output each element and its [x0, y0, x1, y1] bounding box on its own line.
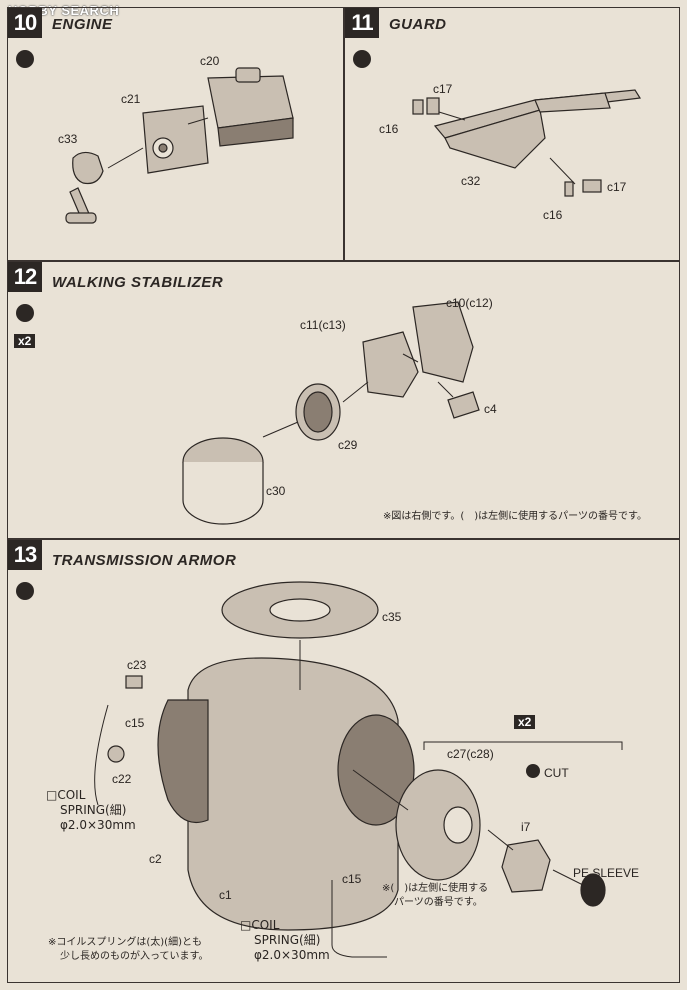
step-11-panel: 11 GUARD c17 c16 c32 c17 c16 — [344, 7, 680, 261]
part-label: c27(c28) — [447, 747, 494, 761]
step-13-panel: 13 TRANSMISSION ARMOR — [7, 539, 680, 983]
part-label: CUT — [544, 766, 569, 780]
step-10-panel: 10 ENGINE c20 c21 c33 — [7, 7, 344, 261]
part-label: c10(c12) — [446, 296, 493, 310]
part-label: c17 — [433, 82, 453, 96]
part-label: c16 — [379, 122, 399, 136]
part-label: PE.SLEEVE — [573, 866, 640, 880]
part-label: c11(c13) — [300, 318, 346, 332]
part-label: c17 — [607, 180, 627, 194]
part-label: c22 — [112, 772, 132, 786]
single-assembly-icon — [16, 304, 34, 322]
part-label: c16 — [543, 208, 563, 222]
step-title: WALKING STABILIZER — [52, 274, 224, 291]
single-assembly-icon — [16, 582, 34, 600]
guard-diagram — [412, 89, 642, 197]
coil-spring-1: □COIL SPRING(細) φ2.0×30mm — [46, 788, 136, 832]
left-side-note: ※( )は左側に使用する パーツの番号です。 — [382, 883, 489, 908]
part-label: c33 — [58, 132, 78, 146]
part-label: c15 — [125, 716, 145, 730]
step-number: 13 — [8, 540, 42, 570]
quantity-badge: x2 — [514, 715, 536, 729]
step-number: 11 — [345, 8, 379, 38]
part-label: i7 — [521, 820, 531, 834]
part-label: c30 — [266, 484, 286, 498]
coil-spring-2: □COIL SPRING(細) φ2.0×30mm — [240, 918, 330, 962]
part-label: c20 — [200, 54, 220, 68]
part-label: c23 — [127, 658, 147, 672]
part-label: c1 — [219, 888, 232, 902]
step-number: 10 — [8, 8, 42, 38]
single-assembly-icon — [16, 50, 34, 68]
step-title: ENGINE — [52, 16, 113, 33]
step-note: ※図は右側です。( )は左側に使用するパーツの番号です。 — [383, 511, 647, 522]
engine-diagram — [65, 67, 294, 224]
step-number: 12 — [8, 262, 42, 292]
spring-note: ※コイルスプリングは(太)(細)とも 少し長めのものが入っています。 — [48, 937, 209, 962]
stabilizer-diagram — [182, 301, 480, 525]
part-label: c15 — [342, 872, 362, 886]
transmission-armor-diagram — [94, 581, 623, 958]
quantity-badge: x2 — [14, 334, 36, 348]
part-label: c4 — [484, 402, 497, 416]
part-label: c2 — [149, 852, 162, 866]
part-label: c32 — [461, 174, 481, 188]
step-title: GUARD — [389, 16, 447, 33]
part-label: c35 — [382, 610, 402, 624]
part-label: c29 — [338, 438, 358, 452]
step-12-panel: 12 WALKING STABILIZER x2 c10(c12) c11(c1… — [7, 261, 680, 539]
step-title: TRANSMISSION ARMOR — [52, 552, 237, 569]
single-assembly-icon — [353, 50, 371, 68]
part-label: c21 — [121, 92, 141, 106]
